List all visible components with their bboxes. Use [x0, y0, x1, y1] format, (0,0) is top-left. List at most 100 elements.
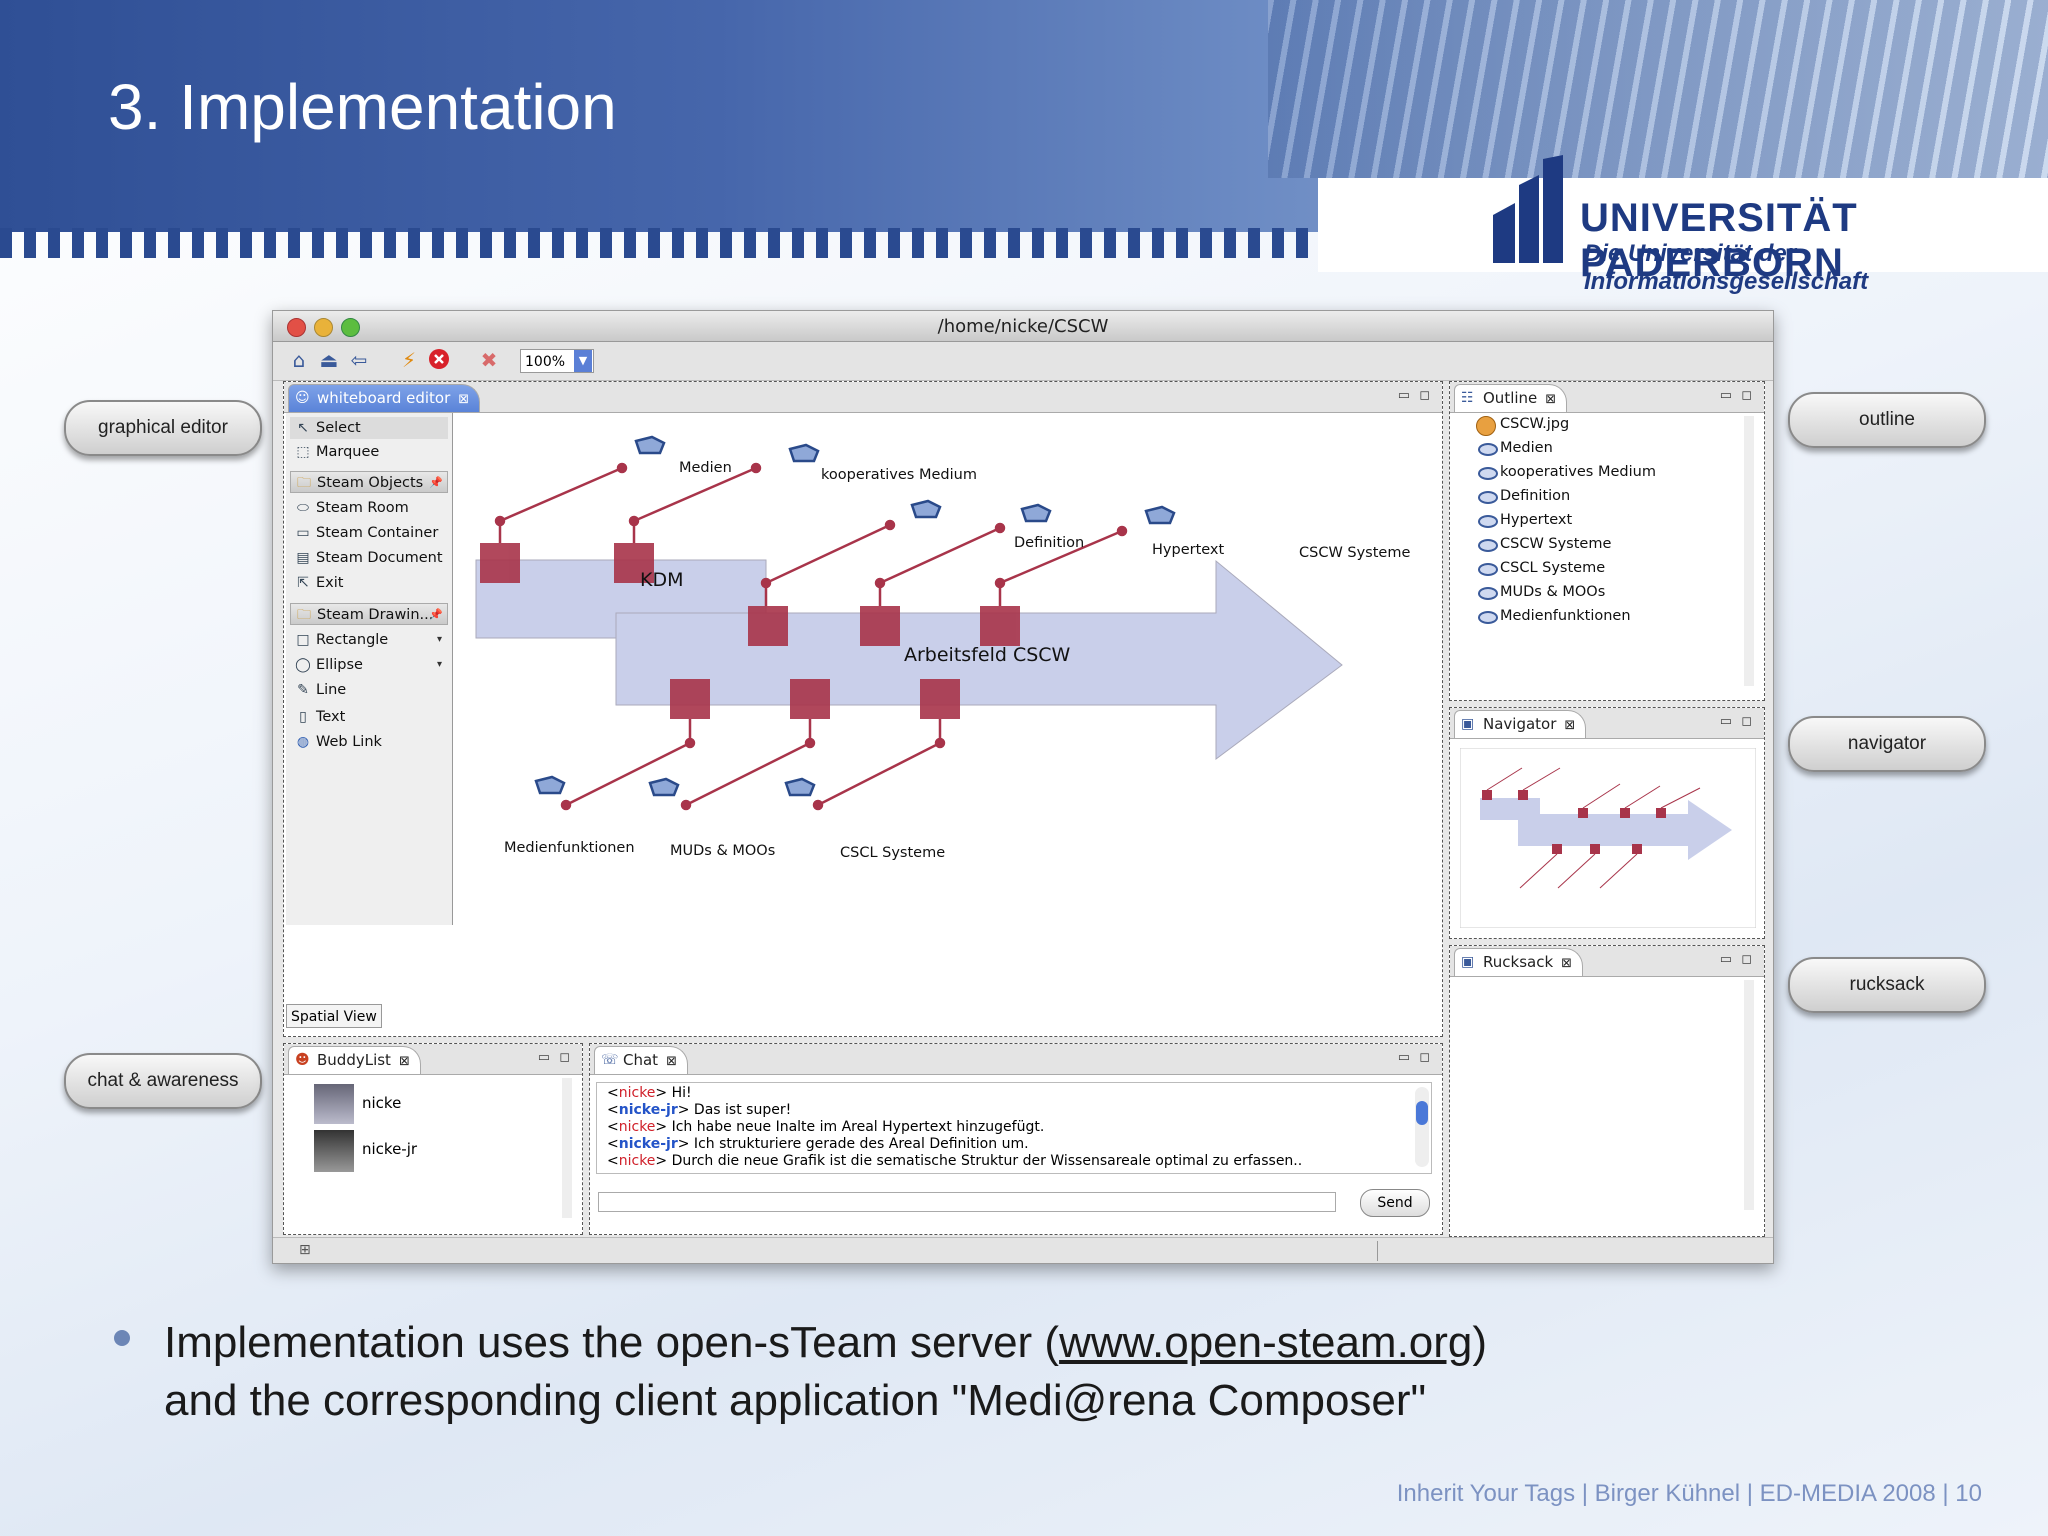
- rucksack-icon: ▣: [1461, 954, 1475, 970]
- university-subtitle: Die Universität der Informationsgesellsc…: [1584, 240, 1869, 295]
- rucksack-tabbar: ▣ Rucksack⊠ ▭ ◻: [1450, 946, 1764, 977]
- palette-steam-room[interactable]: ⬭Steam Room: [290, 497, 448, 519]
- home-icon[interactable]: ⌂: [292, 348, 306, 372]
- scroll-thumb[interactable]: [1416, 1101, 1428, 1125]
- whiteboard-editor-panel: ☺ whiteboard editor⊠ ▭ ◻ ↖Select ⬚Marque…: [283, 381, 1443, 1037]
- minimize-window-button[interactable]: [314, 318, 333, 337]
- close-tab-icon[interactable]: ⊠: [458, 392, 470, 407]
- palette-steam-container[interactable]: ▭Steam Container: [290, 522, 448, 544]
- palette-label: Steam Objects: [317, 475, 424, 491]
- lightning-icon[interactable]: ⚡: [401, 348, 417, 372]
- text-icon: ▯: [299, 709, 307, 725]
- palette-select[interactable]: ↖Select: [290, 417, 448, 439]
- palette-ellipse[interactable]: ◯Ellipse▾: [290, 654, 448, 676]
- maximize-view-icon[interactable]: ◻: [559, 1050, 570, 1065]
- outline-scrollbar[interactable]: [1744, 416, 1754, 686]
- callout-rucksack: rucksack: [1788, 957, 1986, 1013]
- navigator-thumbnail[interactable]: [1460, 748, 1756, 928]
- chat-nick: nicke-jr: [618, 1102, 678, 1118]
- chevron-down-icon[interactable]: ▾: [436, 659, 442, 670]
- minimize-view-icon[interactable]: ▭: [1719, 952, 1732, 967]
- stop-icon[interactable]: [427, 348, 451, 372]
- outline-item[interactable]: Medien: [1478, 440, 1553, 456]
- close-tab-icon[interactable]: ⊠: [398, 1054, 410, 1069]
- buddylist-scrollbar[interactable]: [562, 1078, 572, 1218]
- close-window-button[interactable]: [287, 318, 306, 337]
- minimize-view-icon[interactable]: ▭: [1719, 714, 1732, 729]
- tab-whiteboard-editor[interactable]: ☺ whiteboard editor⊠: [288, 384, 481, 412]
- buddy-name[interactable]: nicke-jr: [362, 1140, 418, 1158]
- outline-item[interactable]: Hypertext: [1478, 512, 1572, 528]
- outline-item[interactable]: CSCW.jpg: [1476, 416, 1569, 436]
- tab-navigator[interactable]: ▣ Navigator⊠: [1454, 710, 1587, 738]
- send-button[interactable]: Send: [1360, 1189, 1430, 1217]
- palette-steam-document[interactable]: ▤Steam Document: [290, 547, 448, 569]
- logo-area: [1318, 178, 2048, 272]
- tab-rucksack[interactable]: ▣ Rucksack⊠: [1454, 948, 1584, 976]
- up-icon[interactable]: ⏏: [319, 348, 339, 372]
- maximize-view-icon[interactable]: ◻: [1419, 1050, 1430, 1065]
- tab-spatial-view[interactable]: Spatial View: [286, 1004, 382, 1028]
- palette-line[interactable]: ✎Line: [290, 679, 448, 701]
- maximize-view-icon[interactable]: ◻: [1741, 388, 1752, 403]
- chat-log[interactable]: <nicke> Hi! <nicke-jr> Das ist super! <n…: [596, 1082, 1432, 1174]
- palette-rectangle[interactable]: □Rectangle▾: [290, 629, 448, 651]
- close-tab-icon[interactable]: ⊠: [666, 1054, 677, 1069]
- status-icon[interactable]: ⊞: [299, 1242, 311, 1258]
- close-tab-icon[interactable]: ⊠: [1545, 392, 1557, 407]
- tab-buddylist[interactable]: ☻ BuddyList⊠: [288, 1046, 421, 1074]
- back-icon[interactable]: ⇦: [350, 348, 368, 372]
- maximize-view-icon[interactable]: ◻: [1419, 388, 1430, 403]
- navigator-panel: ▣ Navigator⊠ ▭ ◻: [1449, 707, 1765, 939]
- palette-label: Steam Drawin...: [317, 607, 434, 623]
- palette-text[interactable]: ▯Text: [290, 706, 448, 728]
- minimize-view-icon[interactable]: ▭: [537, 1050, 550, 1065]
- arrow-pointer-icon: ↖: [297, 420, 309, 436]
- room-icon: [1478, 563, 1498, 576]
- chat-message: <nicke-jr> Ich strukturiere gerade des A…: [607, 1136, 1029, 1152]
- status-bar: ⊞: [273, 1237, 1773, 1263]
- outline-icon: ☷: [1461, 390, 1474, 406]
- outline-item[interactable]: CSCL Systeme: [1478, 560, 1605, 576]
- outline-item[interactable]: MUDs & MOOs: [1478, 584, 1605, 600]
- delete-icon[interactable]: ✖: [480, 348, 498, 372]
- chat-text: Durch die neue Grafik ist die sematische…: [667, 1153, 1303, 1169]
- chat-text: Hi!: [667, 1085, 692, 1101]
- tab-chat[interactable]: ☏ Chat⊠: [594, 1046, 688, 1074]
- palette-drawer-steam-drawing[interactable]: 🗀Steam Drawin...📌: [290, 603, 448, 625]
- palette-marquee[interactable]: ⬚Marquee: [290, 441, 448, 463]
- minimize-view-icon[interactable]: ▭: [1719, 388, 1732, 403]
- diagram-label-kdm: KDM: [640, 569, 684, 591]
- diagram-label: MUDs & MOOs: [670, 843, 776, 859]
- open-steam-link[interactable]: www.open-steam.org: [1059, 1318, 1473, 1367]
- outline-item[interactable]: kooperatives Medium: [1478, 464, 1656, 480]
- tab-label: Outline: [1483, 389, 1538, 407]
- room-icon: [648, 777, 680, 797]
- palette-drawer-steam-objects[interactable]: 🗀Steam Objects📌: [290, 471, 448, 493]
- pin-icon[interactable]: 📌: [429, 476, 443, 489]
- outline-item[interactable]: CSCW Systeme: [1478, 536, 1611, 552]
- minimize-view-icon[interactable]: ▭: [1397, 1050, 1410, 1065]
- rucksack-scrollbar[interactable]: [1744, 980, 1754, 1210]
- tab-label: Chat: [623, 1051, 659, 1069]
- minimize-view-icon[interactable]: ▭: [1397, 388, 1410, 403]
- chat-scrollbar[interactable]: [1415, 1087, 1429, 1167]
- zoom-window-button[interactable]: [341, 318, 360, 337]
- maximize-view-icon[interactable]: ◻: [1741, 714, 1752, 729]
- chevron-down-icon[interactable]: ▾: [436, 634, 442, 645]
- buddy-name[interactable]: nicke: [362, 1094, 402, 1112]
- close-tab-icon[interactable]: ⊠: [1561, 956, 1573, 971]
- outline-item-label: Definition: [1500, 488, 1571, 504]
- chevron-down-icon[interactable]: ▼: [574, 350, 592, 372]
- outline-item[interactable]: Medienfunktionen: [1478, 608, 1631, 624]
- pin-icon[interactable]: 📌: [429, 608, 443, 621]
- outline-item[interactable]: Definition: [1478, 488, 1571, 504]
- close-tab-icon[interactable]: ⊠: [1564, 718, 1576, 733]
- chat-input[interactable]: [598, 1192, 1336, 1212]
- tab-outline[interactable]: ☷ Outline ⊠: [1454, 384, 1568, 412]
- maximize-view-icon[interactable]: ◻: [1741, 952, 1752, 967]
- palette-exit[interactable]: ⇱Exit: [290, 572, 448, 594]
- exit-icon: ⇱: [297, 575, 309, 591]
- whiteboard-canvas[interactable]: [454, 413, 1440, 1003]
- palette-web-link[interactable]: ◍Web Link: [290, 731, 448, 753]
